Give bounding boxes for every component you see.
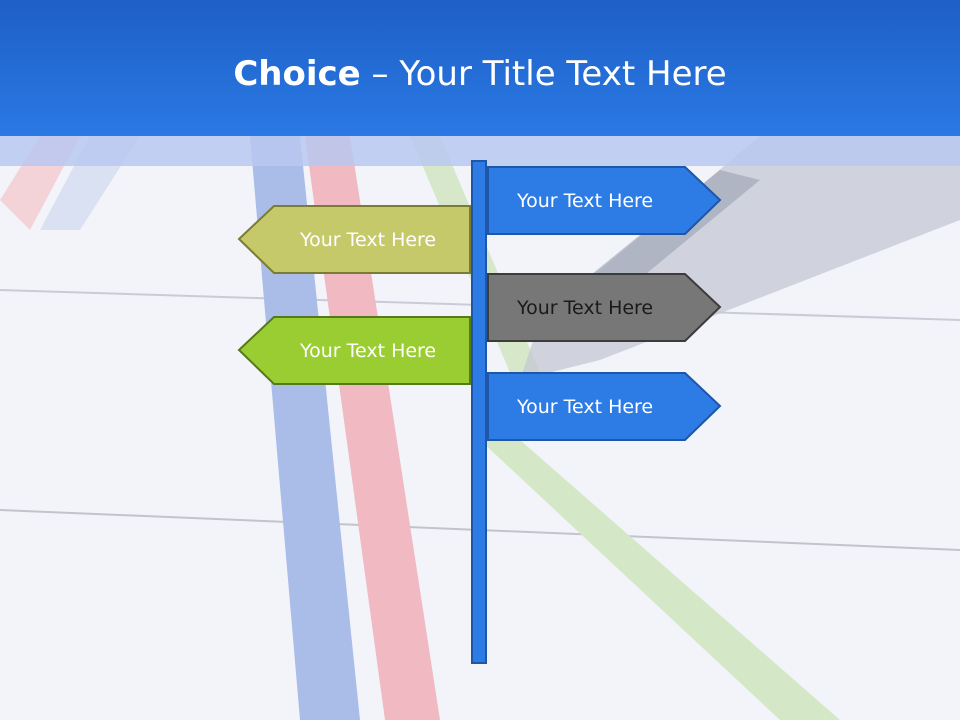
sign-1-label: Your Text Here bbox=[517, 190, 654, 212]
sign-1-right[interactable]: Your Text Here bbox=[487, 166, 723, 236]
sign-3-label: Your Text Here bbox=[517, 297, 654, 319]
title-bold: Choice bbox=[233, 54, 361, 94]
sign-2-left[interactable]: Your Text Here bbox=[236, 205, 472, 275]
sign-5-shape bbox=[487, 372, 722, 441]
sign-3-shape bbox=[487, 273, 722, 342]
slide-title: Choice – Your Title Text Here bbox=[0, 52, 960, 96]
sign-5-label: Your Text Here bbox=[517, 396, 654, 418]
sign-4-label: Your Text Here bbox=[300, 340, 437, 362]
sign-3-right[interactable]: Your Text Here bbox=[487, 273, 723, 343]
sign-4-left[interactable]: Your Text Here bbox=[236, 316, 472, 386]
title-bar bbox=[0, 0, 960, 136]
sign-5-right[interactable]: Your Text Here bbox=[487, 372, 723, 442]
title-rest: – Your Title Text Here bbox=[360, 54, 727, 94]
sign-1-shape bbox=[487, 166, 722, 235]
signpost-pole bbox=[471, 160, 487, 664]
sign-2-label: Your Text Here bbox=[300, 229, 437, 251]
sign-2-shape bbox=[237, 205, 471, 274]
sign-4-shape bbox=[237, 316, 471, 385]
